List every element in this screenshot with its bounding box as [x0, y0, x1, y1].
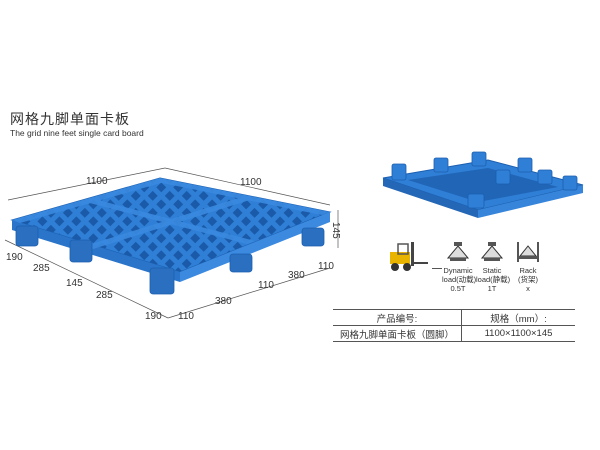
- dim-front-3: 110: [258, 280, 274, 291]
- row-size: 1100×1100×145: [461, 325, 575, 342]
- header-model: 产品编号:: [333, 309, 462, 326]
- product-title-en: The grid nine feet single card board: [10, 128, 144, 138]
- rack-load-icon: [517, 242, 539, 262]
- dim-left-5: 190: [145, 311, 162, 322]
- dim-left-1: 190: [6, 252, 23, 263]
- spec-table: 产品编号: 规格（mm）: 网格九脚单面卡板（圆脚） 1100×1100×145: [333, 309, 575, 342]
- dim-front-1: 110: [178, 311, 194, 322]
- dim-right-2: 110: [318, 261, 334, 272]
- pallet-front-edge: [12, 220, 180, 282]
- dim-left-3: 145: [66, 278, 83, 289]
- dim-height: 145: [330, 222, 341, 239]
- forklift-icon: [390, 242, 428, 271]
- dim-top-left: 1100: [86, 176, 108, 187]
- dim-right-1: 380: [288, 270, 305, 281]
- static-load-label: Static load(静载) 1T: [476, 266, 511, 293]
- product-title-cn: 网格九脚单面卡板: [10, 111, 130, 127]
- pallet-underside-image: [382, 151, 584, 218]
- dim-left-2: 285: [33, 263, 50, 274]
- rack-load-label: Rack (货架) x: [518, 266, 538, 293]
- pallet-top-deck: [10, 177, 332, 273]
- dim-front-2: 380: [215, 296, 232, 307]
- dynamic-load-label: Dynamic load(动载) 0.5T: [442, 266, 477, 293]
- row-model: 网格九脚单面卡板（圆脚）: [333, 325, 462, 342]
- dynamic-load-icon: [446, 242, 470, 261]
- pallet-side-edge: [180, 212, 330, 282]
- dim-top-right: 1100: [240, 177, 262, 188]
- table-row: 网格九脚单面卡板（圆脚） 1100×1100×145: [333, 325, 575, 342]
- pallet-feet: [15, 225, 325, 295]
- forklift-pointer: [432, 268, 442, 269]
- spec-table-header: 产品编号: 规格（mm）:: [333, 309, 575, 326]
- dim-left-4: 285: [96, 290, 113, 301]
- static-load-icon: [480, 242, 504, 261]
- header-spec: 规格（mm）:: [461, 309, 575, 326]
